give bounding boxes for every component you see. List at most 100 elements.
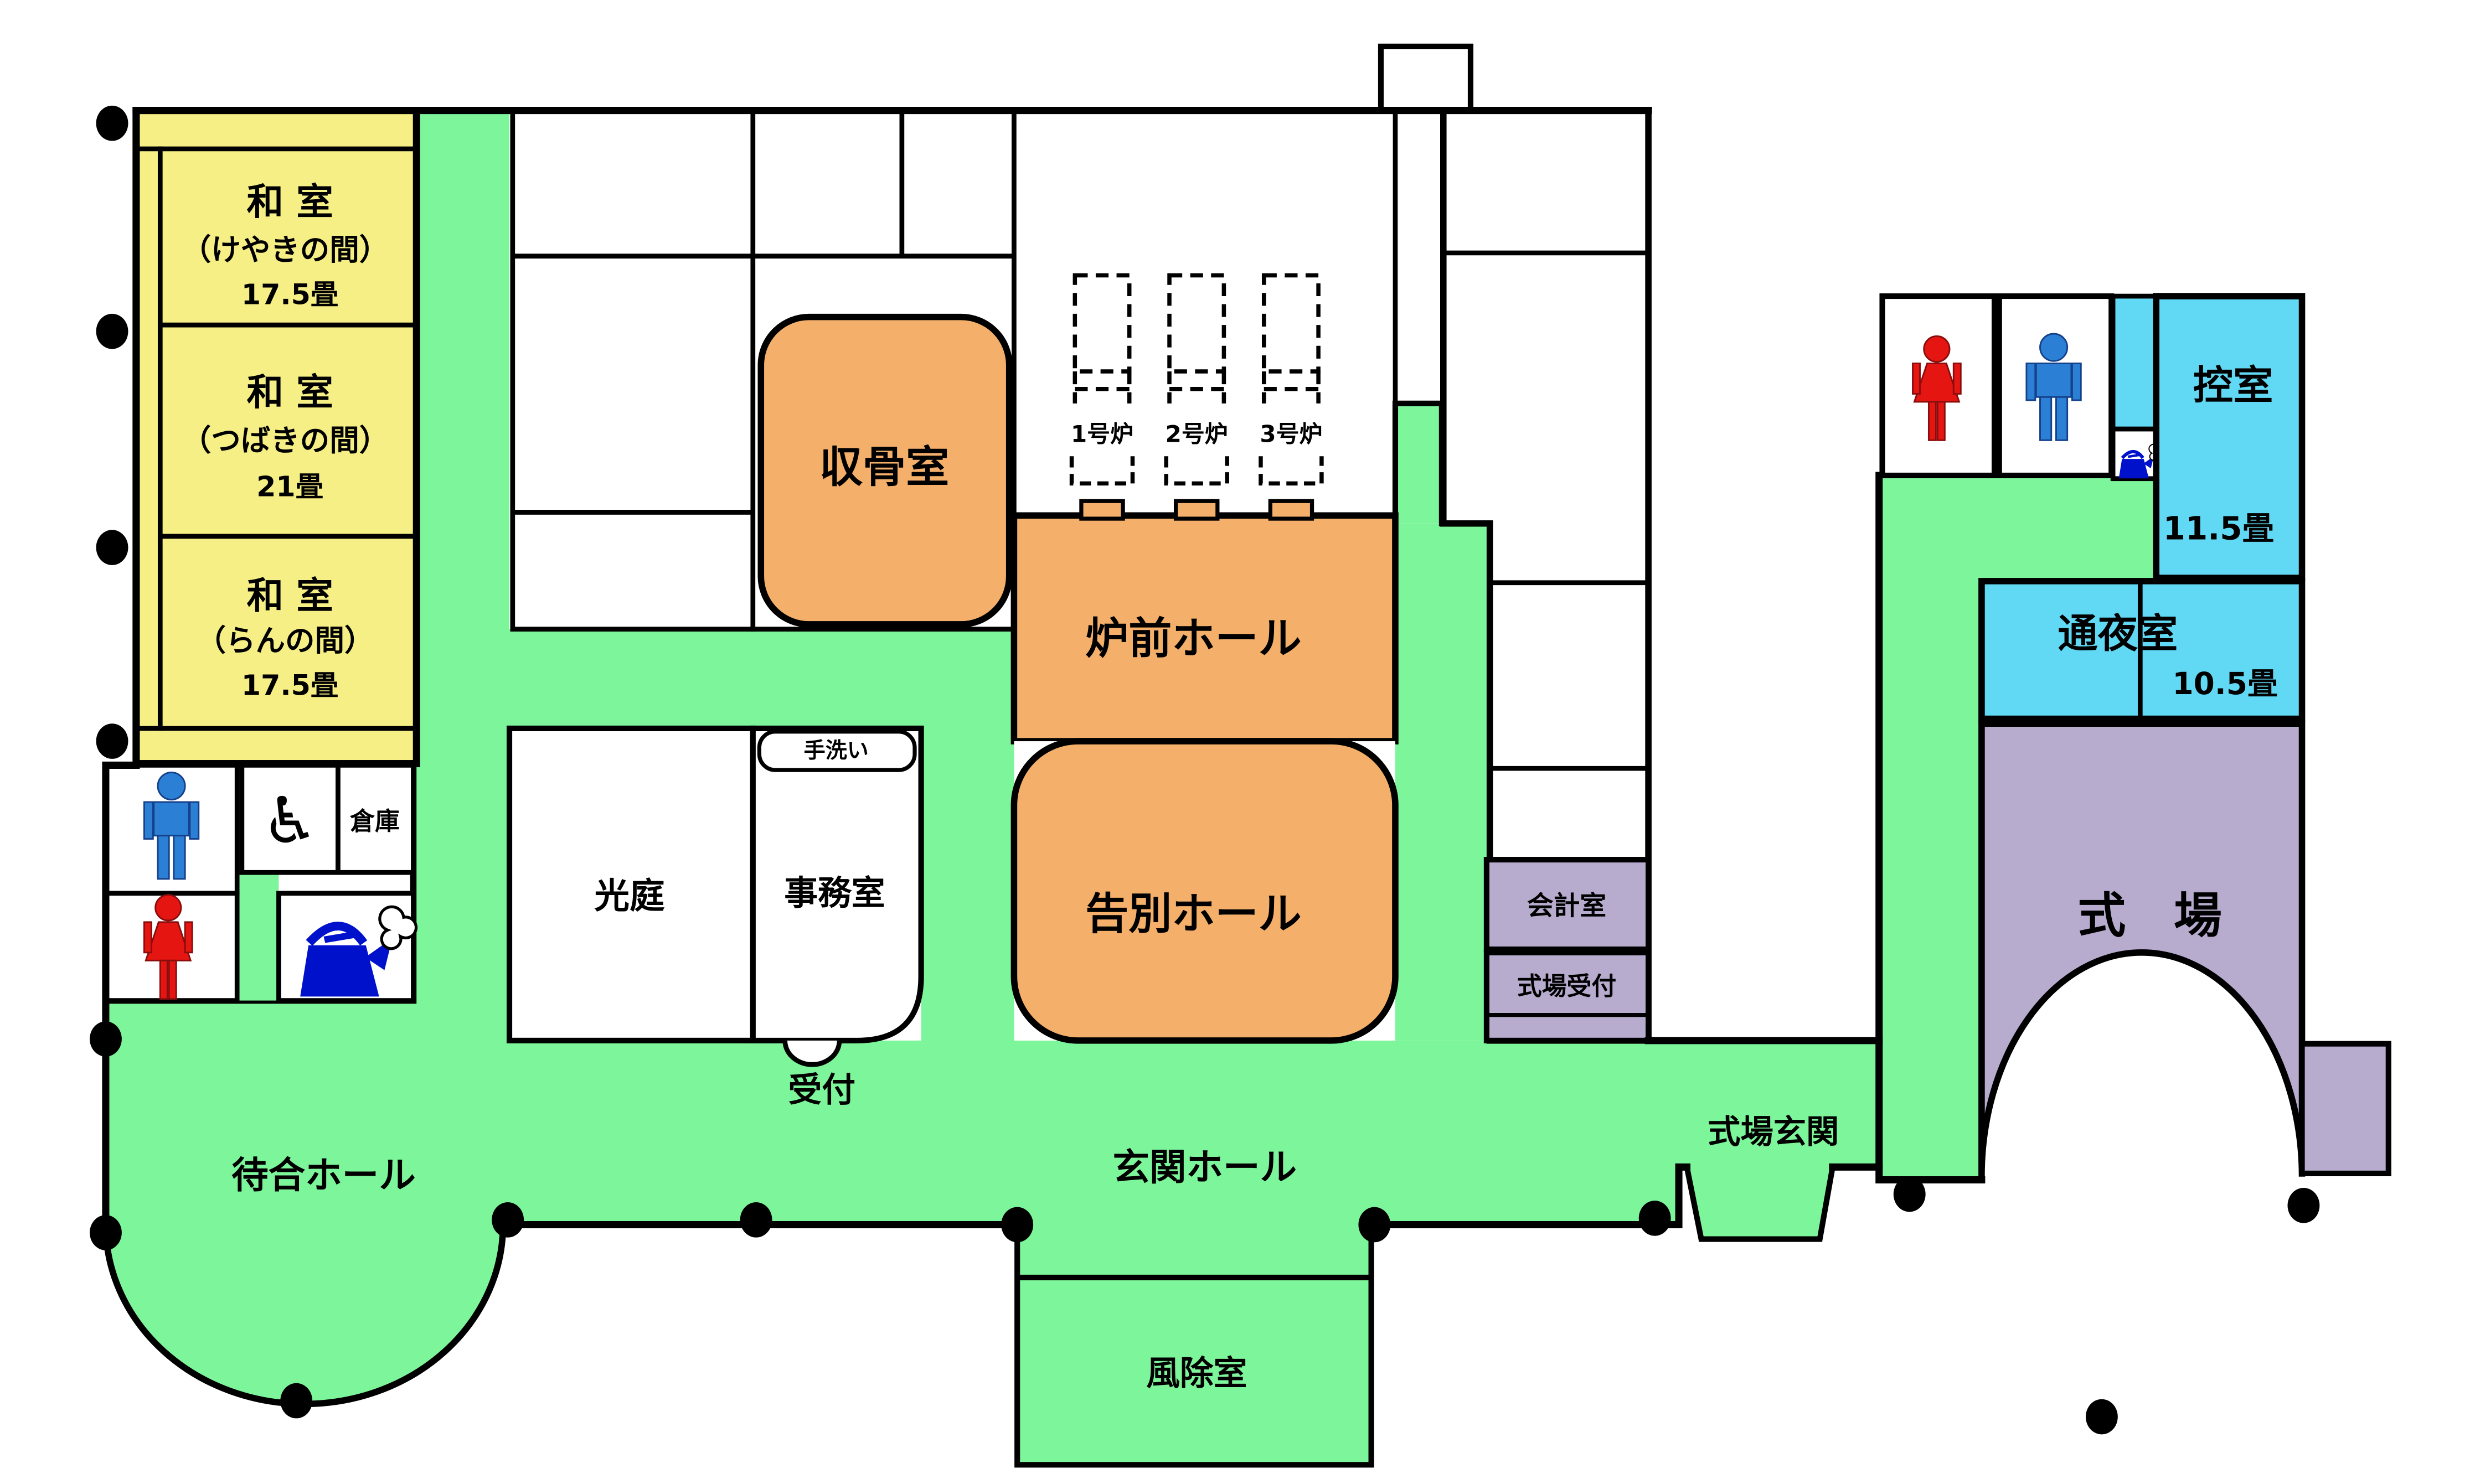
washitsu-block: 和 室 （けやきの間） 17.5畳 和 室 （つばきの間） 21畳 和 室 （ら… [132, 107, 420, 768]
toilet-block-green-notch [237, 872, 279, 1001]
washitsu1-sublabel: （けやきの間） [182, 232, 389, 267]
reception-counter-bump [782, 1040, 842, 1067]
furnace-area: 1号炉 2号炉 3号炉 [1012, 108, 1398, 518]
accounting-room [1483, 857, 1652, 953]
pillar-dot [90, 1021, 122, 1057]
waiting-hall-label: 待合ホール [231, 1154, 416, 1197]
furnace-3-body [1261, 273, 1321, 374]
left-toilet-block: 倉庫 ♿ [102, 762, 416, 1004]
furnace-area-room [1012, 108, 1398, 518]
entrance-hall-label: 玄関ホール [1112, 1145, 1297, 1188]
furnace-1-label: 1号炉 [1071, 420, 1133, 447]
pillar-dot [280, 1383, 313, 1419]
right-wing: 控室 11.5畳 通夜室 10.5畳 式 場 [1879, 293, 2391, 1177]
washitsu1-size: 17.5畳 [241, 278, 339, 311]
hikae-size: 11.5畳 [2163, 509, 2275, 547]
pillar-dot [1638, 1201, 1671, 1236]
shukotsu-room-shape [757, 313, 1013, 628]
tsuya-size: 10.5畳 [2172, 666, 2278, 701]
waiting-hall-dome [105, 1224, 503, 1404]
windbreak-room-label: 風除室 [1146, 1354, 1247, 1393]
furnace-3: 3号炉 [1259, 273, 1324, 486]
ceremony-hall-side-tab [2299, 1041, 2391, 1176]
mid-corridor-wide [1395, 523, 1490, 1041]
ceremony-porch-fill [1687, 1167, 1833, 1239]
office-label: 事務室 [784, 874, 885, 913]
furnace-2-front [1167, 371, 1226, 404]
washitsu-block-outline [132, 107, 420, 768]
pillar-dot [96, 530, 128, 565]
shukotsu-label: 収骨室 [819, 443, 949, 493]
furnace-2: 2号炉 [1164, 273, 1229, 486]
hikae-anteroom-strip [2110, 293, 2159, 432]
orange-halls: 炉前ホール 告別ホール [1010, 499, 1399, 1044]
pillar-dot [96, 723, 128, 759]
corridor-office-side [921, 629, 1014, 1044]
handwash-room [757, 730, 917, 772]
furnace-2-body [1167, 273, 1226, 374]
corridor-vertical-left [415, 110, 510, 1004]
furnace-1-front [1072, 371, 1132, 404]
white-room-d [750, 108, 905, 259]
washitsu3-size: 17.5畳 [241, 669, 339, 701]
pillar-dot [90, 1215, 122, 1250]
furnace-1: 1号炉 [1069, 273, 1135, 486]
mid-corridor-walls [1392, 400, 1493, 526]
office-room [750, 725, 924, 1043]
rozen-hall-room [1010, 512, 1399, 744]
white-room-a [510, 108, 756, 259]
furnace-2-label: 2号炉 [1166, 420, 1228, 447]
kokubetsu-hall-room [1010, 738, 1399, 1044]
waiting-hall-area [105, 1000, 510, 1225]
washitsu2-sublabel: （つばきの間） [182, 423, 389, 458]
pillar-dot [1893, 1176, 1926, 1212]
pillar-dot [1358, 1207, 1391, 1243]
office-block: 手洗い 光庭 事務室 受付 [506, 725, 924, 1110]
furnace-3-label: 3号炉 [1260, 420, 1322, 447]
entrance-hall-band [509, 1040, 1679, 1225]
reception-label: 受付 [788, 1071, 855, 1110]
furnace-door-2 [1173, 499, 1220, 521]
washitsu-inner-walls [133, 146, 419, 731]
rooftop-box [1378, 43, 1474, 113]
corridor-green-areas [105, 110, 2157, 1465]
pillar-dot [740, 1202, 772, 1238]
white-room-b [510, 254, 756, 515]
ceremony-porch-wall [1683, 1164, 1836, 1242]
washitsu3-sublabel: （らんの間） [196, 623, 374, 658]
white-room-c [510, 510, 756, 632]
mid-corridor-narrow [1395, 403, 1442, 524]
washitsu1-label: 和 室 [247, 180, 333, 223]
furnace-3-cart [1259, 456, 1324, 486]
washitsu3-label: 和 室 [247, 574, 333, 617]
courtyard-room [506, 725, 756, 1043]
storage-room [336, 763, 416, 875]
furnace-2-cart [1164, 456, 1229, 486]
pillar-dot [492, 1202, 524, 1238]
right-toilet-corridor [1879, 475, 2157, 578]
windbreak-room-fill [1017, 1224, 1371, 1465]
ceremony-entrance-label: 式場玄関 [1708, 1113, 1839, 1151]
outer-wall-left [102, 107, 140, 1228]
ceremony-reception-label: 式場受付 [1517, 971, 1616, 1001]
kokubetsu-hall-label: 告別ホール [1085, 889, 1302, 939]
washitsu2-label: 和 室 [247, 371, 333, 414]
ceremony-reception-room [1483, 949, 1652, 1043]
windbreak-room-walls [1014, 1222, 1374, 1468]
pillar-dots [90, 105, 2320, 1435]
white-room-e [899, 108, 1017, 259]
furnace-door-3 [1268, 499, 1314, 521]
service-block-walls [1441, 250, 1651, 771]
rozen-hall-label: 炉前ホール [1085, 614, 1302, 664]
ceremony-hall-room [1978, 720, 2306, 1177]
furnace-1-cart [1069, 456, 1135, 486]
right-service-block: 会計室 式場受付 [1378, 43, 1652, 1044]
ceremony-hall-label: 式 場 [2078, 888, 2222, 944]
storage-label: 倉庫 [349, 806, 400, 836]
hikae-room [2153, 293, 2306, 581]
outer-wall-bottom-mid [1368, 1163, 1691, 1228]
handwash-label: 手洗い [804, 738, 869, 763]
hall-labels: 待合ホール 玄関ホール 風除室 式場玄関 [231, 1113, 1839, 1393]
exterior-walls [102, 107, 1986, 1468]
